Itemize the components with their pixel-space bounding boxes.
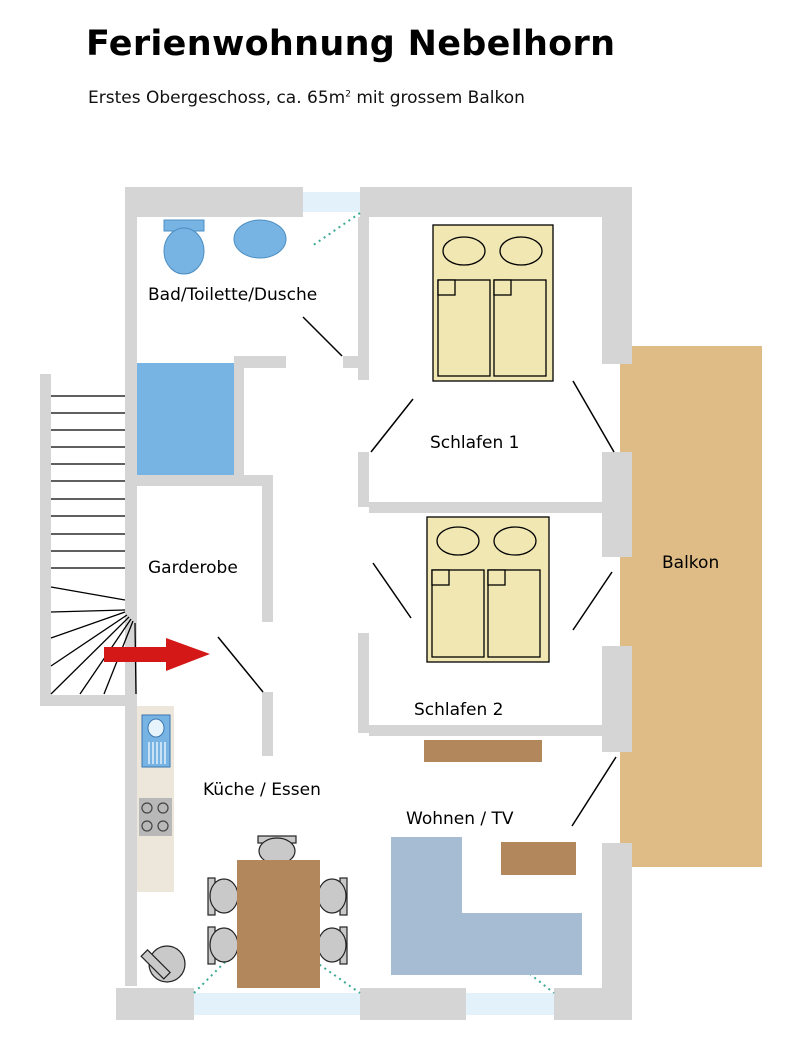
room-label-wohnen: Wohnen / TV xyxy=(406,809,514,829)
subtitle-rest: mit grossem Balkon xyxy=(350,88,525,108)
room-label-bad: Bad/Toilette/Dusche xyxy=(148,285,317,305)
sink-icon xyxy=(233,219,287,259)
subtitle-main: Erstes Obergeschoss, ca. 65m xyxy=(88,88,346,108)
tv-cabinet xyxy=(501,842,576,875)
entrance-arrow-icon xyxy=(104,638,210,671)
window-top xyxy=(303,192,360,212)
room-label-schlafen-1: Schlafen 1 xyxy=(430,433,520,453)
chair-right-2 xyxy=(317,926,348,965)
kitchen-counter xyxy=(137,706,174,892)
kitchen-sink-icon xyxy=(141,714,171,768)
armchair-icon xyxy=(140,945,186,983)
page-subtitle: Erstes Obergeschoss, ca. 65m2 mit grosse… xyxy=(88,88,525,108)
chair-right-1 xyxy=(317,877,348,916)
double-bed-2 xyxy=(426,516,550,663)
chair-top xyxy=(257,835,297,865)
subtitle-superscript: 2 xyxy=(345,89,351,100)
windows xyxy=(194,192,554,1015)
room-label-garderobe: Garderobe xyxy=(148,558,238,578)
toilet-icon xyxy=(163,227,205,275)
dining-table xyxy=(237,860,320,988)
room-label-schlafen-2: Schlafen 2 xyxy=(414,700,504,720)
walls xyxy=(40,187,632,1020)
room-label-balkon: Balkon xyxy=(662,553,719,573)
chair-left-1 xyxy=(207,877,239,916)
dresser xyxy=(424,740,542,762)
stove-icon xyxy=(139,798,172,836)
dining-set xyxy=(207,835,348,988)
balcony xyxy=(620,346,762,867)
door-swings xyxy=(217,316,617,827)
room-label-kueche: Küche / Essen xyxy=(203,780,321,800)
sofa xyxy=(391,837,582,975)
chair-left-2 xyxy=(207,926,239,965)
window-bottom-right xyxy=(466,993,554,1015)
bathroom-fixtures xyxy=(163,219,287,275)
staircase xyxy=(50,395,137,695)
shower xyxy=(137,363,234,475)
window-bottom-left xyxy=(194,993,360,1015)
page-title: Ferienwohnung Nebelhorn xyxy=(86,24,616,64)
double-bed-1 xyxy=(432,224,554,382)
